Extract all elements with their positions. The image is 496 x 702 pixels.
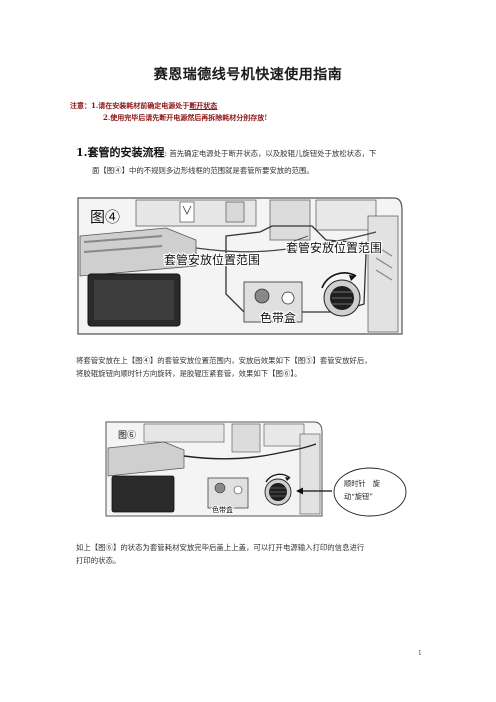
callout-text: 顺时针 旋 动“旋钮” xyxy=(344,477,400,503)
section-1-line-2: 面【图④】中的不规则多边形线框的范围就是套管所要安放的范围。 xyxy=(92,166,314,175)
note-2: 2.使用完毕后请先断开电源然后再拆除耗材分别存放! xyxy=(103,113,268,122)
figure-4-ribbon-label: 色带盒 xyxy=(260,310,296,325)
paragraph-3: 如上【图⑥】的状态为套管耗材安放完毕后盖上上盖，可以打开电源输入打印的信息进行 … xyxy=(76,541,428,567)
paragraph-2: 将套管安放在上【图④】的套管安放位置范围内，安放后效果如下【图⑤】套管安放好后，… xyxy=(76,354,428,380)
notes-block: 注意：1.请在安装耗材前确定电源处于断开状态 2.使用完毕后请先断开电源然后再拆… xyxy=(70,100,267,124)
section-1-heading: 1.套管的安装流程 xyxy=(76,146,165,159)
figure-4-label: 图④ xyxy=(90,208,120,226)
figure-4-machine-photo: 图④ 套管安放位置范围 套管安放位置范围 色带盒 xyxy=(76,196,404,336)
section-1: 1.套管的安装流程: 首先确定电源处于断开状态，以及胶辊儿旋钮处于放松状态，下 … xyxy=(76,144,436,179)
note-1: 注意：1.请在安装耗材前确定电源处于断开状态 xyxy=(70,100,267,112)
callout-arrow-icon xyxy=(296,487,332,495)
callout-line-1: 顺时针 旋 xyxy=(344,479,380,488)
paragraph-3-line-2: 打印的状态。 xyxy=(76,556,121,565)
note-label: 注意： xyxy=(70,101,91,110)
page-number: 1 xyxy=(418,650,422,657)
rotate-knob-callout: 顺时针 旋 动“旋钮” xyxy=(330,465,408,519)
figure-6-machine-photo: 图⑥ 色带盒 xyxy=(104,420,324,518)
paragraph-3-line-1: 如上【图⑥】的状态为套管耗材安放完毕后盖上上盖，可以打开电源输入打印的信息进行 xyxy=(76,543,365,552)
figure-4-callout-left: 套管安放位置范围 xyxy=(164,252,260,267)
page-title: 赛恩瑞德线号机快速使用指南 xyxy=(153,67,343,83)
callout-ellipse xyxy=(333,467,407,517)
paragraph-2-line-2: 将胶辊旋钮向顺时针方向旋转，是胶辊压紧套管，效果如下【图⑥】。 xyxy=(76,369,302,378)
figure-6-label: 图⑥ xyxy=(118,430,136,441)
note-1-underlined: 断开状态 xyxy=(189,101,218,110)
section-1-line-1: : 首先确定电源处于断开状态，以及胶辊儿旋钮处于放松状态，下 xyxy=(164,149,377,158)
figure-4-callout-right: 套管安放位置范围 xyxy=(286,240,382,255)
note-1-text: 1.请在安装耗材前确定电源处于 xyxy=(91,101,190,110)
callout-line-2: 动“旋钮” xyxy=(344,492,373,501)
figure-6-ribbon-label: 色带盒 xyxy=(212,505,233,514)
paragraph-2-line-1: 将套管安放在上【图④】的套管安放位置范围内，安放后效果如下【图⑤】套管安放好后， xyxy=(76,356,372,365)
